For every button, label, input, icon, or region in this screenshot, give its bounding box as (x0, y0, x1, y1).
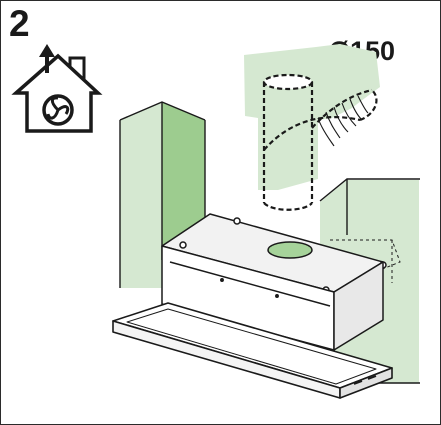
hood-visor (112, 302, 393, 399)
hood-body (161, 245, 384, 351)
step-number: 2 (9, 3, 30, 44)
cabinet-hidden-lines (330, 239, 401, 287)
wall-outlines (119, 101, 420, 384)
duct-pipe (262, 73, 378, 211)
flex-hose-ribs (317, 95, 369, 147)
house-ducted-extraction-icon (11, 44, 103, 133)
